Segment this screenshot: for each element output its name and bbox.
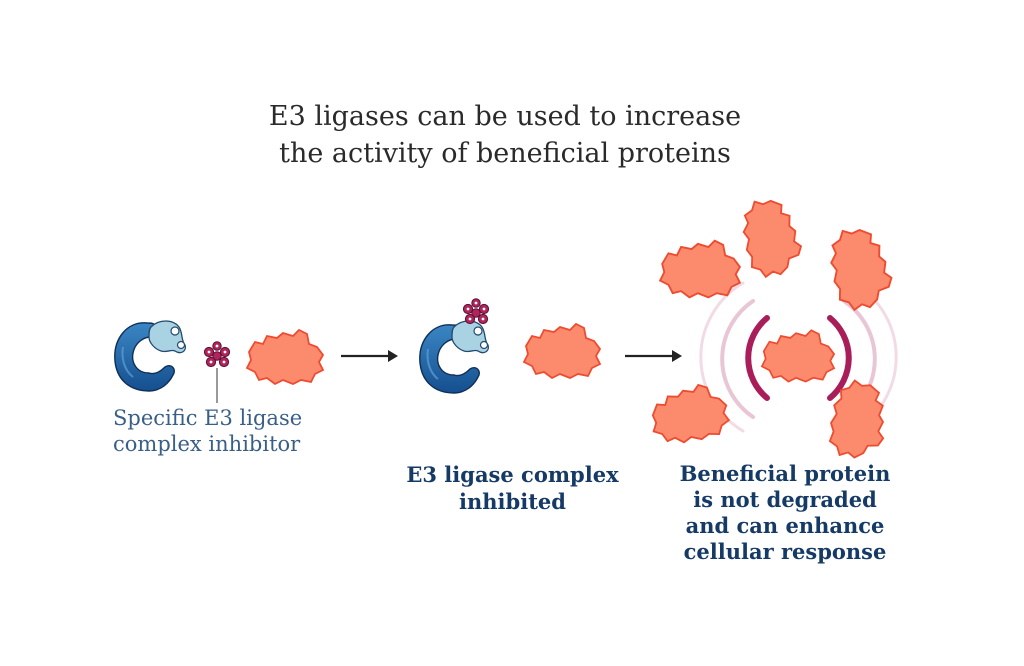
arrow-right-icon xyxy=(625,350,682,362)
beneficial-protein-icon xyxy=(737,194,807,281)
inhibited-label-line-2: inhibited xyxy=(459,489,566,514)
beneficial-protein-cluster xyxy=(646,194,897,463)
beneficial-label-line-1: Beneficial protein xyxy=(679,461,891,486)
beneficial-protein-icon xyxy=(646,379,733,449)
beneficial-label-line-4: cellular response xyxy=(683,539,887,564)
beneficial-protein-icon xyxy=(825,223,897,314)
beneficial-protein-icon xyxy=(523,323,601,379)
inhibitor-molecule-icon xyxy=(203,341,231,403)
inhibited-label: E3 ligase complex inhibited xyxy=(395,461,630,515)
beneficial-label: Beneficial protein is not degraded and c… xyxy=(665,461,905,565)
page-title: E3 ligases can be used to increase the a… xyxy=(0,98,1010,172)
inhibited-label-line-1: E3 ligase complex xyxy=(406,462,619,487)
beneficial-label-line-3: and can enhance xyxy=(685,513,885,538)
e3-ligase-complex-icon xyxy=(113,320,187,392)
inhibitor-label: Specific E3 ligase complex inhibitor xyxy=(113,405,302,457)
title-line-2: the activity of beneficial proteins xyxy=(279,138,731,169)
inhibited-e3-ligase-complex-icon xyxy=(418,298,490,394)
inhibitor-label-line-1: Specific E3 ligase xyxy=(113,406,303,430)
title-line-1: E3 ligases can be used to increase xyxy=(268,101,742,132)
beneficial-label-line-2: is not degraded xyxy=(693,487,877,512)
beneficial-protein-icon xyxy=(761,329,835,383)
beneficial-protein-icon xyxy=(246,329,324,385)
beneficial-protein-icon xyxy=(659,239,741,299)
arrow-right-icon xyxy=(341,350,398,362)
inhibitor-label-line-2: complex inhibitor xyxy=(113,432,301,456)
